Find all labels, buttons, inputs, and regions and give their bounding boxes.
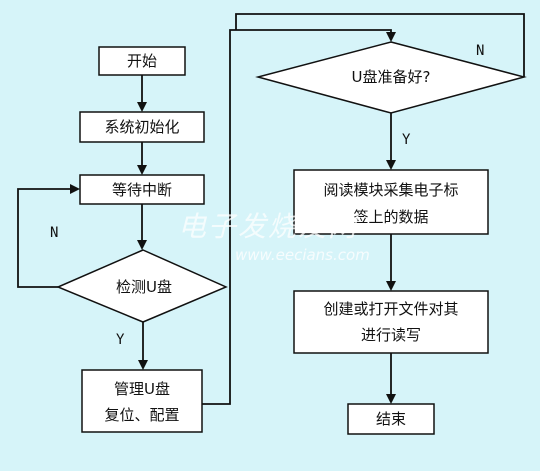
- read-module-text-line1: 阅读模块采集电子标: [323, 181, 458, 199]
- manage-u-text-line1: 管理U盘: [114, 380, 170, 398]
- read-module-text-line2: 签上的数据: [353, 208, 428, 226]
- label-no-detect: N: [50, 225, 58, 241]
- label-yes-u-ready: Y: [402, 132, 411, 148]
- create-file-text-line2: 进行读写: [361, 326, 421, 344]
- create-file-box: [293, 290, 489, 354]
- arrow-detect-no-loop: [17, 184, 80, 288]
- arrow-manage-to-u-ready: [202, 29, 396, 405]
- wait-interrupt-text: 等待中断: [112, 181, 172, 199]
- start-box: [98, 46, 186, 76]
- start-text: 开始: [127, 52, 157, 70]
- u-ready-text: U盘准备好?: [352, 68, 431, 86]
- label-yes-detect: Y: [116, 332, 125, 348]
- label-no-u-ready: N: [476, 43, 484, 59]
- manage-u-text-line2: 复位、配置: [104, 406, 179, 424]
- init-box: [79, 111, 205, 143]
- watermark-url: www.eecians.com: [235, 246, 370, 264]
- read-module-box: [293, 169, 489, 235]
- watermark-cn: 电子发烧友网: [178, 210, 360, 243]
- end-text: 结束: [376, 410, 406, 428]
- manage-u-box: [81, 369, 203, 433]
- end-box: [347, 403, 435, 435]
- create-file-text-line1: 创建或打开文件对其: [323, 300, 458, 318]
- detect-u-text: 检测U盘: [116, 278, 172, 296]
- init-text: 系统初始化: [104, 118, 179, 136]
- arrow-u-ready-no-loop: [235, 13, 525, 77]
